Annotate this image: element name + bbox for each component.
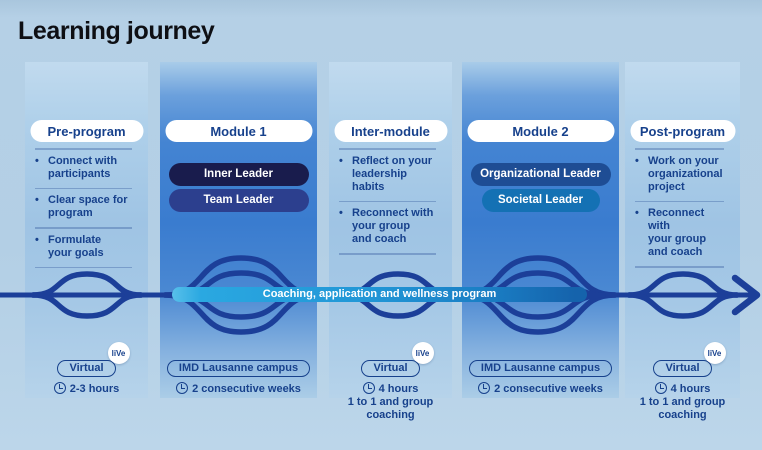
- post-program-footer: Virtual liVe 4 hours 1 to 1 and group co…: [625, 342, 740, 422]
- list-item: •Work on your organizational project: [635, 154, 723, 193]
- organizational-leader-pill: Organizational Leader: [470, 163, 611, 186]
- pre-program-header-pill: Pre-program: [30, 120, 143, 142]
- clock-icon: [362, 382, 375, 394]
- column-module-1: Module 1 Inner Leader Team Leader: [160, 62, 317, 398]
- divider: [339, 253, 436, 255]
- column-module-2: Module 2 Organizational Leader Societal …: [462, 62, 619, 398]
- inter-module-bullets: •Reflect on your leadership habits •Reco…: [339, 148, 440, 255]
- post-program-header-pill: Post-program: [630, 120, 735, 142]
- inter-module-footer: Virtual liVe 4 hours 1 to 1 and group co…: [329, 342, 452, 422]
- duration: 4 hours: [329, 382, 452, 396]
- lens-m2-outer-bottom: [459, 292, 618, 335]
- pre-program-bullets: •Connect with participants •Clear space …: [35, 148, 136, 268]
- list-item: •Reflect on your leadership habits: [339, 154, 433, 193]
- clock-icon: [478, 382, 491, 394]
- lens-pre-top: [30, 271, 144, 298]
- bullet-icon: •: [339, 207, 343, 219]
- module-1-footer: IMD Lausanne campus 2 consecutive weeks: [160, 358, 317, 396]
- societal-leader-pill: Societal Leader: [481, 189, 600, 212]
- live-badge-icon: liVe: [107, 342, 130, 364]
- duration: 4 hours: [625, 382, 740, 396]
- bullet-icon: •: [35, 154, 39, 167]
- bullet-icon: •: [35, 194, 39, 206]
- lens-post-bottom: [626, 292, 740, 319]
- lens-m1-outer-bottom: [162, 292, 321, 335]
- divider: [339, 148, 436, 150]
- duration: 2-3 hours: [25, 382, 148, 396]
- module-2-header-pill: Module 2: [467, 120, 614, 142]
- divider: [35, 266, 132, 268]
- list-item: •Clear space for program: [35, 194, 128, 219]
- clock-icon: [176, 382, 189, 394]
- bullet-icon: •: [339, 154, 343, 167]
- lens-pre-bottom: [30, 292, 144, 319]
- live-badge-icon: liVe: [703, 342, 726, 364]
- live-badge-icon: liVe: [411, 342, 434, 364]
- page-title: Learning journey: [18, 17, 215, 45]
- module-1-leader-pills: Inner Leader Team Leader: [160, 163, 317, 215]
- lens-m2-outer-top: [459, 255, 618, 298]
- list-item: •Formulate your goals: [35, 233, 104, 259]
- bullet-icon: •: [635, 154, 639, 167]
- duration: 2 consecutive weeks: [160, 382, 317, 396]
- module-2-leader-pills: Organizational Leader Societal Leader: [462, 163, 619, 215]
- divider: [339, 200, 436, 202]
- divider: [635, 200, 724, 202]
- module-1-header-pill: Module 1: [165, 120, 312, 142]
- column-post-program: Post-program •Work on your organizationa…: [625, 62, 740, 398]
- column-pre-program: Pre-program •Connect with participants •…: [25, 62, 148, 398]
- list-item: •Reconnect with your group and coach: [339, 207, 434, 245]
- venue-pill-virtual: Virtual: [57, 360, 116, 377]
- post-program-bullets: •Work on your organizational project •Re…: [635, 148, 728, 268]
- divider: [635, 148, 724, 150]
- divider: [35, 187, 132, 189]
- venue-pill-campus: IMD Lausanne campus: [468, 360, 613, 377]
- column-inter-module: Inter-module •Reflect on your leadership…: [329, 62, 452, 398]
- inter-module-header-pill: Inter-module: [334, 120, 447, 142]
- duration-extra: 1 to 1 and group coaching: [639, 396, 726, 421]
- module-2-footer: IMD Lausanne campus 2 consecutive weeks: [462, 358, 619, 396]
- lens-post-top: [626, 271, 740, 298]
- divider: [35, 148, 132, 150]
- coaching-banner-pill: Coaching, application and wellness progr…: [172, 287, 587, 302]
- list-item: •Reconnect with your group and coach: [635, 207, 707, 258]
- divider: [635, 266, 724, 268]
- duration: 2 consecutive weeks: [462, 382, 619, 396]
- clock-icon: [654, 382, 667, 394]
- duration-extra: 1 to 1 and group coaching: [347, 396, 434, 421]
- venue-pill-campus: IMD Lausanne campus: [166, 360, 311, 377]
- lens-m1-outer-top: [162, 255, 321, 298]
- bullet-icon: •: [35, 233, 39, 246]
- venue-pill-virtual: Virtual: [653, 360, 712, 377]
- inner-leader-pill: Inner Leader: [168, 163, 309, 186]
- list-item: •Connect with participants: [35, 154, 118, 180]
- divider: [35, 227, 132, 229]
- bullet-icon: •: [635, 207, 639, 219]
- arrow-head-icon: [731, 274, 761, 316]
- pre-program-footer: Virtual liVe 2-3 hours: [25, 342, 148, 396]
- team-leader-pill: Team Leader: [168, 189, 309, 212]
- clock-icon: [53, 382, 66, 394]
- venue-pill-virtual: Virtual: [361, 360, 420, 377]
